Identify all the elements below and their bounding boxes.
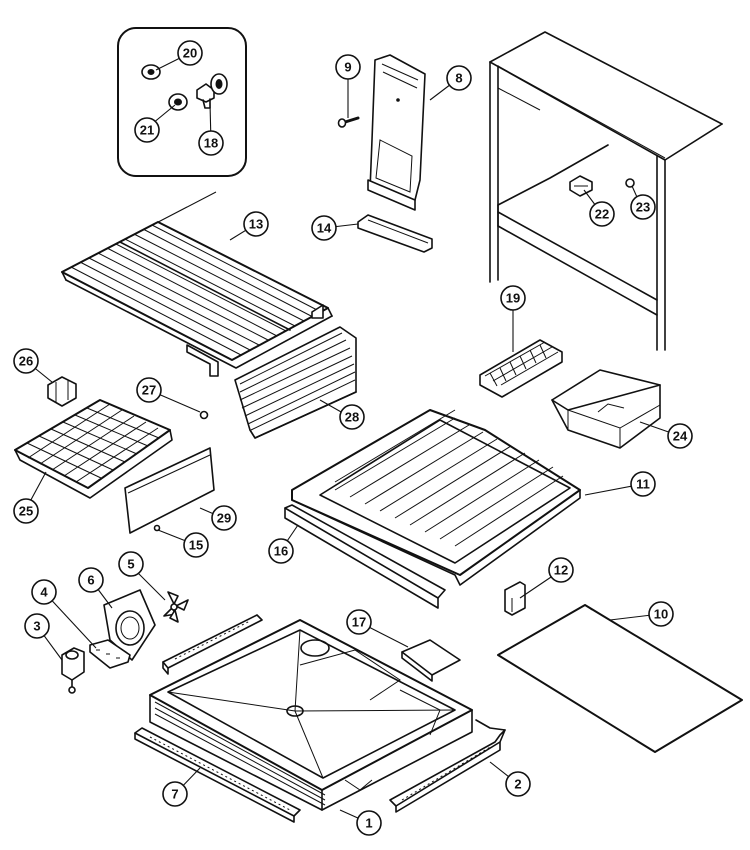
part-4-bracket <box>89 639 131 669</box>
callout-6-label: 6 <box>87 573 94 588</box>
part-28-crisper-cover <box>234 326 357 439</box>
inset-box <box>117 27 247 177</box>
callout-5: 5 <box>118 551 144 577</box>
callout-10-label: 10 <box>654 607 668 622</box>
callout-24-label: 24 <box>673 429 688 444</box>
callout-11-label: 11 <box>636 477 650 492</box>
callout-29: 29 <box>211 505 237 531</box>
callout-15: 15 <box>183 532 209 558</box>
part-25-freezer-shelf <box>14 399 173 499</box>
callout-28: 28 <box>339 404 365 430</box>
part-23-clip <box>625 178 635 188</box>
callout-21: 21 <box>134 117 160 143</box>
part-6-fan-shroud <box>103 589 156 661</box>
callout-25: 25 <box>13 498 39 524</box>
callout-12-label: 12 <box>554 563 568 578</box>
callout-29-label: 29 <box>217 511 231 526</box>
callout-23: 23 <box>630 194 656 220</box>
callout-18: 18 <box>198 130 224 156</box>
part-10-cover-plate <box>497 604 743 753</box>
callout-13-label: 13 <box>249 217 263 232</box>
callout-8: 8 <box>446 65 472 91</box>
callout-26: 26 <box>13 348 39 374</box>
cabinet-corner <box>489 31 723 351</box>
callout-7: 7 <box>162 781 188 807</box>
part-26-bracket <box>47 376 77 407</box>
part-29-panel <box>124 447 215 534</box>
callout-1: 1 <box>356 810 382 836</box>
callout-6: 6 <box>78 567 104 593</box>
callout-8-label: 8 <box>455 71 462 86</box>
part-5-fan-blade <box>163 591 189 623</box>
callout-5-label: 5 <box>127 557 134 572</box>
callout-27-label: 27 <box>142 383 156 398</box>
part-27-screw <box>199 410 209 420</box>
callout-22-label: 22 <box>595 207 609 222</box>
callout-1-label: 1 <box>365 816 372 831</box>
callout-28-label: 28 <box>345 410 359 425</box>
callout-19: 19 <box>500 285 526 311</box>
part-20-cap <box>141 64 161 80</box>
callout-23-label: 23 <box>636 200 650 215</box>
callout-2: 2 <box>505 771 531 797</box>
callout-12: 12 <box>548 557 574 583</box>
callout-13: 13 <box>243 211 269 237</box>
part-12-bracket <box>504 581 526 616</box>
part-15-clip <box>153 524 161 532</box>
callout-14-label: 14 <box>317 221 332 236</box>
callout-25-label: 25 <box>19 504 33 519</box>
callout-14: 14 <box>311 215 337 241</box>
callout-20: 20 <box>177 40 203 66</box>
callout-9: 9 <box>335 54 361 80</box>
callout-22: 22 <box>589 201 615 227</box>
callout-7-label: 7 <box>171 787 178 802</box>
part-17-piece <box>401 639 461 682</box>
callout-4: 4 <box>31 579 57 605</box>
callout-15-label: 15 <box>189 538 203 553</box>
callout-18-label: 18 <box>204 136 218 151</box>
part-11-crisper-tray <box>291 409 581 586</box>
left-rail-upper <box>162 614 263 675</box>
callout-2-label: 2 <box>514 777 521 792</box>
callout-16-label: 16 <box>274 544 288 559</box>
callout-19-label: 19 <box>506 291 520 306</box>
callout-21-label: 21 <box>140 123 154 138</box>
callout-9-label: 9 <box>344 60 351 75</box>
callout-27: 27 <box>136 377 162 403</box>
part-19-ice-tray <box>479 339 563 398</box>
part-1-evaporator-pan <box>149 619 473 811</box>
callout-26-label: 26 <box>19 354 33 369</box>
callout-4-label: 4 <box>40 585 48 600</box>
callout-17: 17 <box>346 609 372 635</box>
callout-17-label: 17 <box>352 615 366 630</box>
part-9-screw <box>337 116 360 128</box>
part-3-motor <box>61 647 85 694</box>
callout-10: 10 <box>648 601 674 627</box>
callout-3-label: 3 <box>33 619 40 634</box>
part-14-bar <box>357 214 433 253</box>
part-22-bracket <box>569 175 593 197</box>
part-7-rail <box>134 727 301 823</box>
callout-16: 16 <box>268 538 294 564</box>
part-2-rail <box>389 719 506 813</box>
callout-20-label: 20 <box>183 46 197 61</box>
part-24-ice-bin <box>551 369 661 449</box>
part-16-front-rail <box>284 504 446 609</box>
callout-11: 11 <box>630 471 656 497</box>
part-13-wire-shelf <box>61 191 333 377</box>
part-8-light-housing <box>367 54 426 211</box>
callout-3: 3 <box>24 613 50 639</box>
part-18-knob <box>196 73 228 109</box>
callout-24: 24 <box>667 423 693 449</box>
